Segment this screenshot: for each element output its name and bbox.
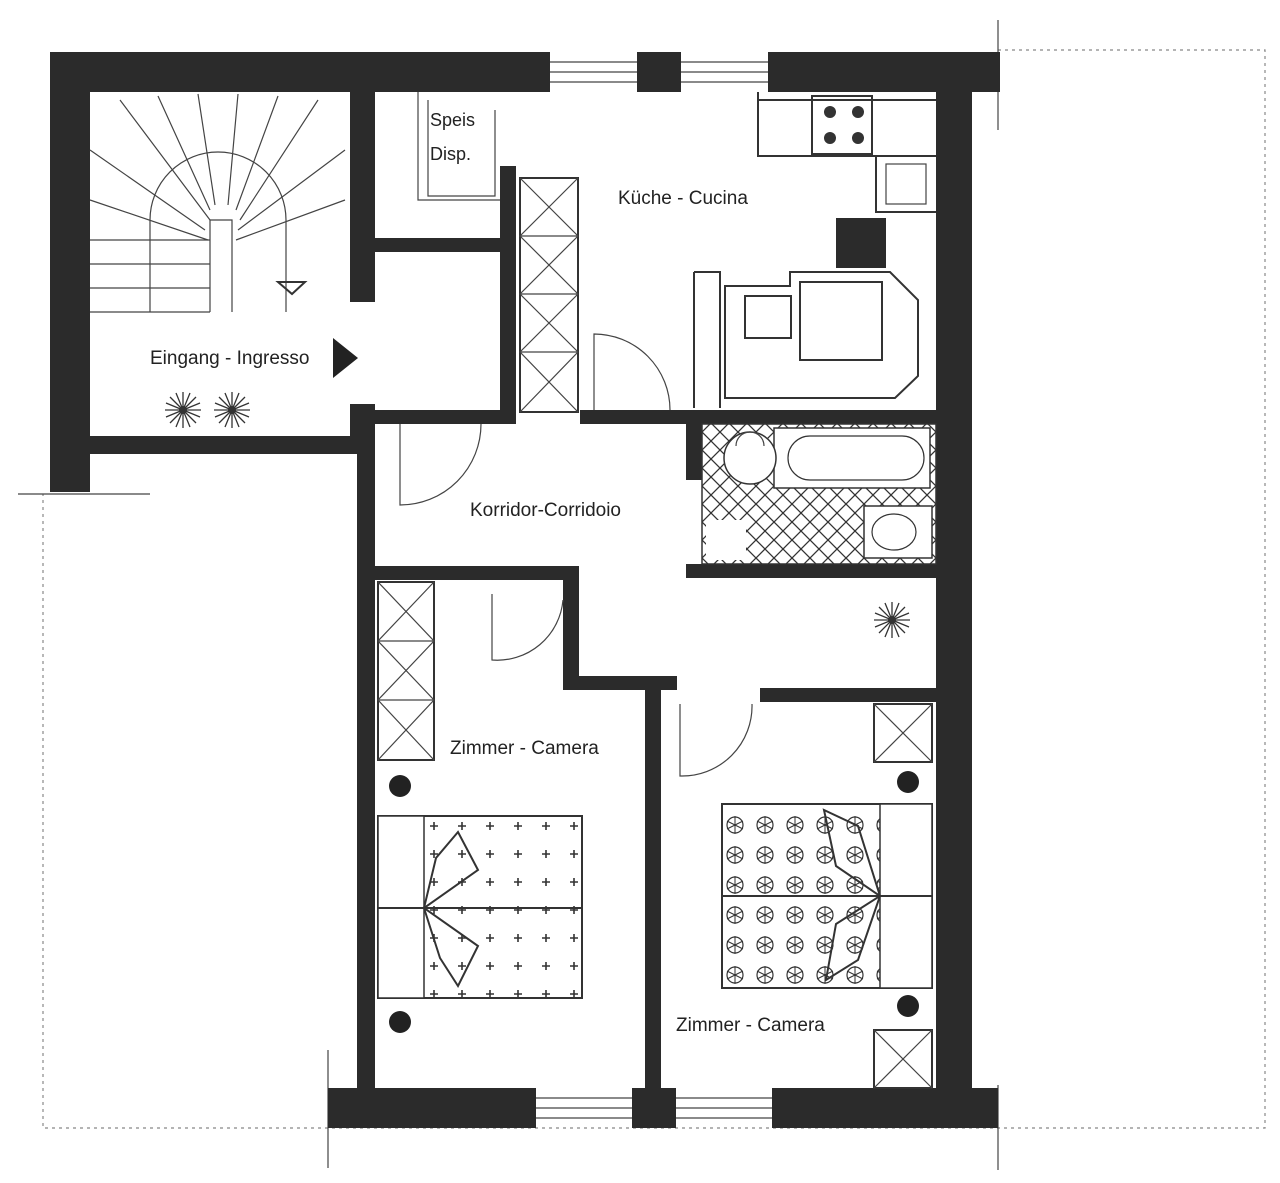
pantry-label-line1: Speis	[430, 110, 475, 130]
dining-table	[693, 271, 919, 408]
kitchen-wardrobe	[519, 177, 579, 413]
bathroom	[701, 423, 937, 565]
bed-right	[721, 771, 933, 1017]
staircase	[89, 93, 346, 313]
interior-walls	[90, 92, 972, 1090]
corridor-plant-icon	[873, 601, 911, 639]
kitchen-label: Küche - Cucina	[618, 188, 748, 209]
bedroom-left-wardrobe	[377, 581, 435, 761]
plant-icon	[164, 391, 251, 429]
bed-left	[377, 775, 583, 1033]
pantry-shelf	[417, 92, 500, 201]
pantry-label-line2: Disp.	[430, 144, 471, 164]
doors	[399, 333, 753, 777]
entrance-arrow-icon	[333, 338, 358, 378]
kitchen-counter	[757, 92, 936, 268]
corridor-label: Korridor-Corridoio	[470, 500, 621, 521]
bedroom-right-wardrobe	[873, 703, 933, 1089]
windows	[536, 61, 772, 1119]
bedroom-left-label: Zimmer - Camera	[450, 738, 599, 759]
bedroom-right-label: Zimmer - Camera	[676, 1015, 825, 1036]
entrance-label: Eingang - Ingresso	[150, 348, 310, 369]
room-labels: Speis Disp. Küche - Cucina Eingang - Ing…	[150, 110, 825, 1036]
